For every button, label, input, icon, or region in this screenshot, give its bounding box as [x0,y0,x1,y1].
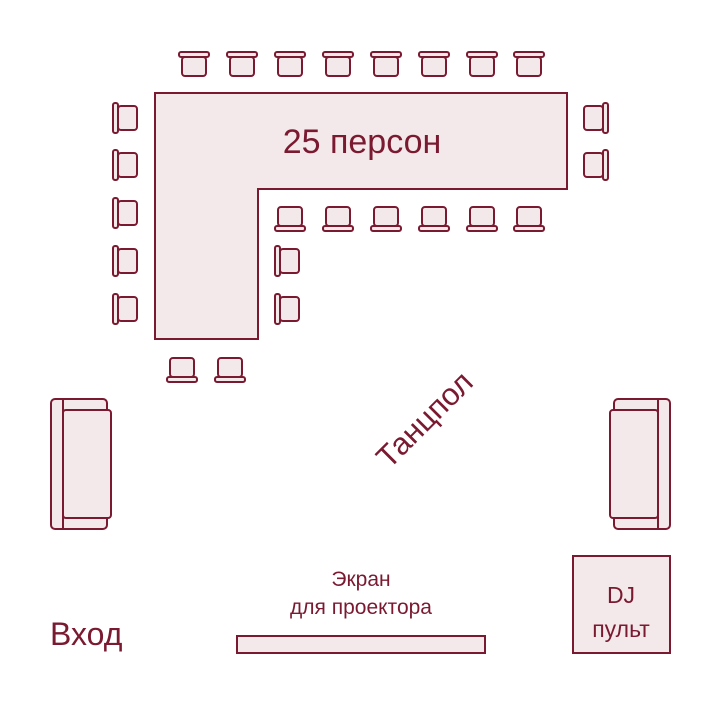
chair [274,293,300,325]
chair [370,206,402,232]
chair [112,102,138,134]
chair [274,245,300,277]
chair [112,149,138,181]
chair [583,149,609,181]
banquet-table [154,92,568,340]
sofa-right [609,398,671,530]
sofa-left [50,398,112,530]
dj-label-line2: пульт [592,616,650,642]
chair [513,206,545,232]
dj-booth [572,555,671,654]
chair [418,51,450,77]
dance-floor-label: Танцпол [369,364,479,474]
chairs-group [112,51,609,383]
chair [214,357,246,383]
chair [418,206,450,232]
chair [513,51,545,77]
chair [370,51,402,77]
chair [166,357,198,383]
screen-label-line2: для проектора [290,596,432,619]
chair [466,206,498,232]
capacity-label: 25 персон [283,123,442,161]
screen-label-line1: Экран [331,568,390,591]
chair [112,293,138,325]
chair [112,197,138,229]
chair [274,206,306,232]
projector-screen [236,635,486,654]
chair [178,51,210,77]
chair [583,102,609,134]
chair [112,245,138,277]
chair [274,51,306,77]
chair [322,51,354,77]
dj-label-line1: DJ [607,582,635,608]
chair [226,51,258,77]
chair [466,51,498,77]
chair [322,206,354,232]
entrance-label: Вход [50,616,123,652]
